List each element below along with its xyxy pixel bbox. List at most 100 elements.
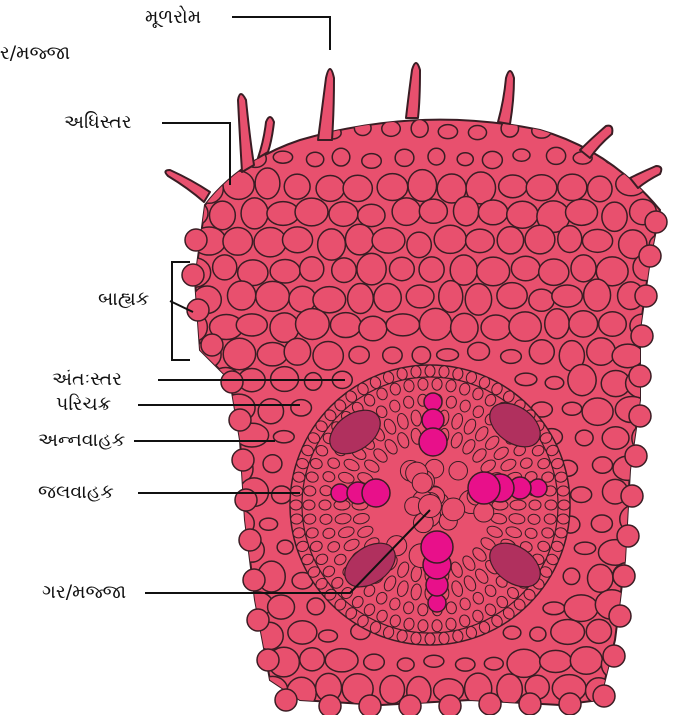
cortex-cell [507, 201, 538, 228]
cortex-cell [284, 174, 310, 199]
stele-cell [303, 500, 315, 510]
stele-cell [319, 500, 331, 510]
cortex-cell [501, 350, 522, 364]
cortex-cell [181, 372, 206, 397]
cortex-cell [497, 283, 527, 309]
cortex-cell [330, 313, 361, 338]
epidermis-cell [629, 405, 651, 427]
stele-cell [510, 500, 526, 510]
cortex-cell [198, 125, 217, 140]
cortex-cell [166, 624, 197, 647]
cortex-cell [332, 258, 357, 283]
cortex-cell [397, 658, 414, 671]
cortex-cell [571, 255, 596, 282]
epidermis-cell [559, 693, 581, 715]
cortex-cell [513, 149, 530, 161]
stele-cell [432, 378, 443, 391]
cortex-cell [377, 174, 408, 201]
cortex-cell [349, 346, 369, 363]
cortex-cell [660, 424, 686, 448]
cortex-cell [208, 478, 236, 505]
cortex-cell [478, 200, 507, 225]
stele-cell [418, 620, 429, 633]
cortex-cell [223, 171, 254, 199]
cortex-cell [546, 147, 565, 164]
pith-cell [412, 473, 432, 493]
cortex-cell [187, 149, 205, 162]
cortex-cell [254, 227, 286, 256]
cortex-cell [582, 229, 612, 252]
cortex-cell [408, 170, 437, 202]
cortex-cell [258, 399, 283, 424]
cortex-cell [477, 257, 510, 286]
cortex-cell [260, 518, 278, 530]
stele-cell [418, 378, 429, 391]
cortex-cell [354, 121, 371, 136]
epidermis-cell [399, 695, 421, 715]
cortex-cell [568, 365, 596, 396]
cortex-cell [439, 281, 463, 313]
cortex-cell [660, 537, 687, 563]
leader-root-hair [232, 17, 330, 50]
cortex-cell [484, 657, 503, 670]
cortex-cell [329, 202, 358, 227]
cortex-cell [563, 568, 580, 584]
cortex-cell [282, 227, 312, 253]
cortex-cell [497, 227, 523, 254]
cortex-cell [571, 487, 592, 503]
cortex-cell [359, 316, 387, 340]
xylem-vessel [419, 428, 447, 456]
cortex-cell [481, 315, 511, 340]
cortex-cell [198, 396, 222, 421]
epidermis-cell [613, 565, 635, 587]
cortex-cell [227, 281, 255, 310]
cortex-cell [592, 457, 612, 473]
cortex-cell [664, 149, 684, 162]
label-pith-cropped: ગર/મજ્જા [0, 44, 70, 63]
cortex-cell [602, 427, 629, 449]
cortex-cell [645, 452, 671, 478]
cortex-cell [419, 257, 444, 282]
cortex-cell [511, 256, 540, 281]
label-root-hair: મૂળરોમ [145, 8, 201, 27]
cortex-cell [224, 677, 258, 706]
cortex-cell [499, 175, 527, 198]
cortex-cell [195, 677, 220, 701]
epidermis-cell [519, 693, 541, 715]
xylem-vessel [421, 531, 453, 563]
cortex-cell [358, 204, 385, 226]
cortex-cell [602, 202, 627, 231]
cortex-cell [591, 515, 612, 532]
stele-cell [425, 365, 435, 377]
stele-cell [545, 500, 557, 510]
cortex-cell [270, 260, 300, 283]
stele-cell [290, 500, 302, 510]
cortex-cell [162, 453, 192, 476]
epidermis-cell [257, 649, 279, 671]
label-endodermis: અંતઃસ્તર [52, 370, 122, 389]
cortex-cell [411, 119, 428, 137]
cortex-cell [561, 121, 578, 134]
cortex-cell [163, 396, 194, 427]
cortex-cell [213, 255, 237, 280]
epidermis-cell [439, 695, 461, 715]
vascular-cylinder [290, 365, 570, 645]
cortex-cell [182, 476, 211, 507]
cortex-cell [529, 289, 554, 311]
cortex-cell [646, 569, 674, 591]
cortex-cell [647, 504, 676, 535]
label-pericycle: પરિચક્ર [56, 395, 111, 414]
epidermis-cell [617, 525, 639, 547]
cortex-cell [569, 311, 598, 337]
label-cortex: બાહ્યક [98, 290, 149, 309]
cortex-cell [267, 202, 299, 226]
cortex-cell [465, 284, 491, 315]
cortex-cell [319, 630, 338, 642]
cortex-cell [466, 229, 495, 253]
cortex-cell [509, 312, 541, 341]
root-hair-3 [498, 71, 514, 124]
cortex-cell [648, 620, 674, 651]
epidermis-cell [635, 285, 657, 307]
stele-cell [432, 620, 443, 633]
label-xylem: જલવાહક [38, 483, 114, 502]
